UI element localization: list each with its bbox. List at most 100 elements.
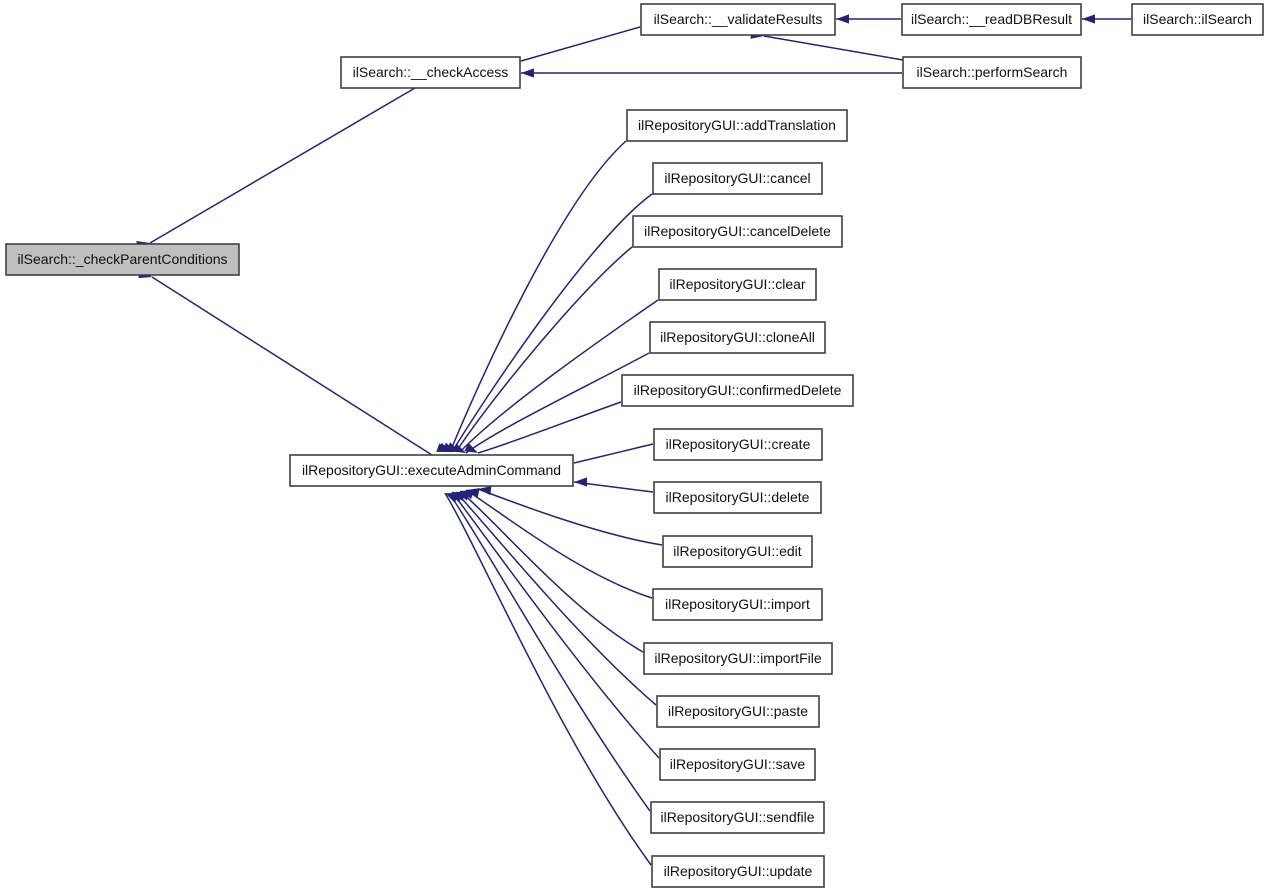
edge-validateResults-to-checkAccess bbox=[507, 26, 641, 68]
node-label: ilSearch::_checkParentConditions bbox=[17, 251, 227, 267]
node-box[interactable] bbox=[632, 215, 843, 248]
edge-executeAdminCommand-to-checkParentConditions bbox=[138, 269, 433, 456]
edge-sendfile-to-executeAdminCommand bbox=[448, 492, 651, 812]
arrowhead bbox=[452, 443, 466, 453]
edge-line bbox=[573, 443, 654, 464]
edge-importFile-to-executeAdminCommand bbox=[459, 490, 644, 653]
node-label: ilSearch::ilSearch bbox=[1143, 11, 1252, 27]
edge-line bbox=[459, 490, 644, 653]
node-box[interactable] bbox=[656, 695, 820, 728]
arrowhead bbox=[836, 14, 849, 24]
node-box[interactable] bbox=[652, 588, 823, 621]
node-box[interactable] bbox=[651, 855, 825, 888]
node-box[interactable] bbox=[621, 374, 854, 407]
arrowhead bbox=[1082, 14, 1095, 24]
node-label: ilRepositoryGUI::clear bbox=[669, 276, 805, 292]
edge-line bbox=[449, 140, 627, 453]
node-box[interactable] bbox=[652, 162, 823, 195]
edge-line bbox=[465, 489, 653, 599]
node-box[interactable] bbox=[659, 748, 816, 781]
arrowhead bbox=[478, 486, 492, 496]
edge-paste-to-executeAdminCommand bbox=[455, 491, 657, 706]
node-ilSearchCtor[interactable]: ilSearch::ilSearch bbox=[1131, 3, 1264, 36]
node-checkParentConditions[interactable]: ilSearch::_checkParentConditions bbox=[5, 243, 240, 276]
edge-layer bbox=[136, 14, 1131, 866]
node-box[interactable] bbox=[662, 535, 813, 568]
edge-line bbox=[451, 491, 660, 759]
node-performSearch[interactable]: ilSearch::performSearch bbox=[902, 56, 1082, 89]
arrowhead bbox=[574, 477, 587, 487]
node-label: ilRepositoryGUI::sendfile bbox=[660, 809, 814, 825]
node-executeAdminCommand[interactable]: ilRepositoryGUI::executeAdminCommand bbox=[289, 454, 574, 487]
node-layer: ilSearch::__validateResults ilSearch::__r… bbox=[5, 3, 1264, 888]
node-box[interactable] bbox=[643, 642, 833, 675]
node-import[interactable]: ilRepositoryGUI::import bbox=[652, 588, 823, 621]
node-label: ilRepositoryGUI::create bbox=[666, 436, 811, 452]
edge-cancel-to-executeAdminCommand bbox=[438, 193, 653, 453]
node-label: ilRepositoryGUI::save bbox=[670, 756, 806, 772]
edge-line bbox=[451, 193, 653, 453]
edge-line bbox=[151, 276, 433, 456]
node-sendfile[interactable]: ilRepositoryGUI::sendfile bbox=[650, 801, 825, 834]
arrowhead bbox=[445, 493, 459, 503]
node-label: ilRepositoryGUI::cancel bbox=[664, 170, 810, 186]
edge-create-to-executeAdminCommand bbox=[560, 443, 654, 469]
edge-confirmedDelete-to-executeAdminCommand bbox=[464, 401, 622, 454]
node-importFile[interactable]: ilRepositoryGUI::importFile bbox=[643, 642, 833, 675]
node-addTranslation[interactable]: ilRepositoryGUI::addTranslation bbox=[626, 109, 848, 142]
node-cancelDelete[interactable]: ilRepositoryGUI::cancelDelete bbox=[632, 215, 843, 248]
node-box[interactable] bbox=[658, 268, 817, 301]
node-checkAccess[interactable]: ilSearch::__checkAccess bbox=[340, 56, 521, 89]
edge-line bbox=[448, 492, 651, 812]
edge-addTranslation-to-executeAdminCommand bbox=[436, 140, 627, 453]
edge-line bbox=[455, 246, 633, 453]
edge-import-to-executeAdminCommand bbox=[465, 488, 653, 599]
node-clear[interactable]: ilRepositoryGUI::clear bbox=[658, 268, 817, 301]
node-box[interactable] bbox=[340, 56, 521, 89]
edge-line bbox=[477, 401, 622, 454]
node-box[interactable] bbox=[650, 801, 825, 834]
edge-cloneAll-to-executeAdminCommand bbox=[452, 352, 650, 454]
node-save[interactable]: ilRepositoryGUI::save bbox=[659, 748, 816, 781]
edge-cancelDelete-to-executeAdminCommand bbox=[442, 246, 633, 453]
node-box[interactable] bbox=[902, 56, 1082, 89]
node-box[interactable] bbox=[1131, 3, 1264, 36]
node-label: ilRepositoryGUI::paste bbox=[668, 703, 808, 719]
node-box[interactable] bbox=[653, 481, 822, 514]
edge-line bbox=[455, 491, 657, 706]
node-update[interactable]: ilRepositoryGUI::update bbox=[651, 855, 825, 888]
edge-ilSearchCtor-to-readDBResult bbox=[1082, 14, 1131, 24]
node-box[interactable] bbox=[289, 454, 574, 487]
node-label: ilRepositoryGUI::edit bbox=[673, 543, 801, 559]
node-paste[interactable]: ilRepositoryGUI::paste bbox=[656, 695, 820, 728]
node-label: ilRepositoryGUI::confirmedDelete bbox=[634, 382, 842, 398]
node-label: ilRepositoryGUI::update bbox=[664, 863, 813, 879]
node-label: ilRepositoryGUI::cloneAll bbox=[660, 329, 815, 345]
node-create[interactable]: ilRepositoryGUI::create bbox=[653, 428, 823, 461]
node-cloneAll[interactable]: ilRepositoryGUI::cloneAll bbox=[649, 321, 826, 354]
node-label: ilSearch::__readDBResult bbox=[911, 11, 1072, 27]
edge-delete-to-executeAdminCommand bbox=[573, 477, 654, 493]
node-confirmedDelete[interactable]: ilRepositoryGUI::confirmedDelete bbox=[621, 374, 854, 407]
node-box[interactable] bbox=[640, 3, 836, 36]
node-box[interactable] bbox=[653, 428, 823, 461]
node-box[interactable] bbox=[626, 109, 848, 142]
node-box[interactable] bbox=[901, 3, 1082, 36]
edge-line bbox=[520, 26, 641, 62]
edge-line bbox=[149, 87, 416, 244]
node-validateResults[interactable]: ilSearch::__validateResults bbox=[640, 3, 836, 36]
node-label: ilRepositoryGUI::executeAdminCommand bbox=[302, 462, 561, 478]
edge-line bbox=[477, 488, 663, 546]
edge-checkAccess-to-checkParentConditions bbox=[136, 87, 416, 251]
arrowhead bbox=[521, 68, 534, 78]
node-readDBResult[interactable]: ilSearch::__readDBResult bbox=[901, 3, 1082, 36]
node-box[interactable] bbox=[649, 321, 826, 354]
node-cancel[interactable]: ilRepositoryGUI::cancel bbox=[652, 162, 823, 195]
node-label: ilSearch::__validateResults bbox=[654, 11, 823, 27]
edge-save-to-executeAdminCommand bbox=[451, 491, 660, 759]
node-delete[interactable]: ilRepositoryGUI::delete bbox=[653, 481, 822, 514]
node-edit[interactable]: ilRepositoryGUI::edit bbox=[662, 535, 813, 568]
edge-line bbox=[459, 299, 659, 453]
node-box[interactable] bbox=[5, 243, 240, 276]
